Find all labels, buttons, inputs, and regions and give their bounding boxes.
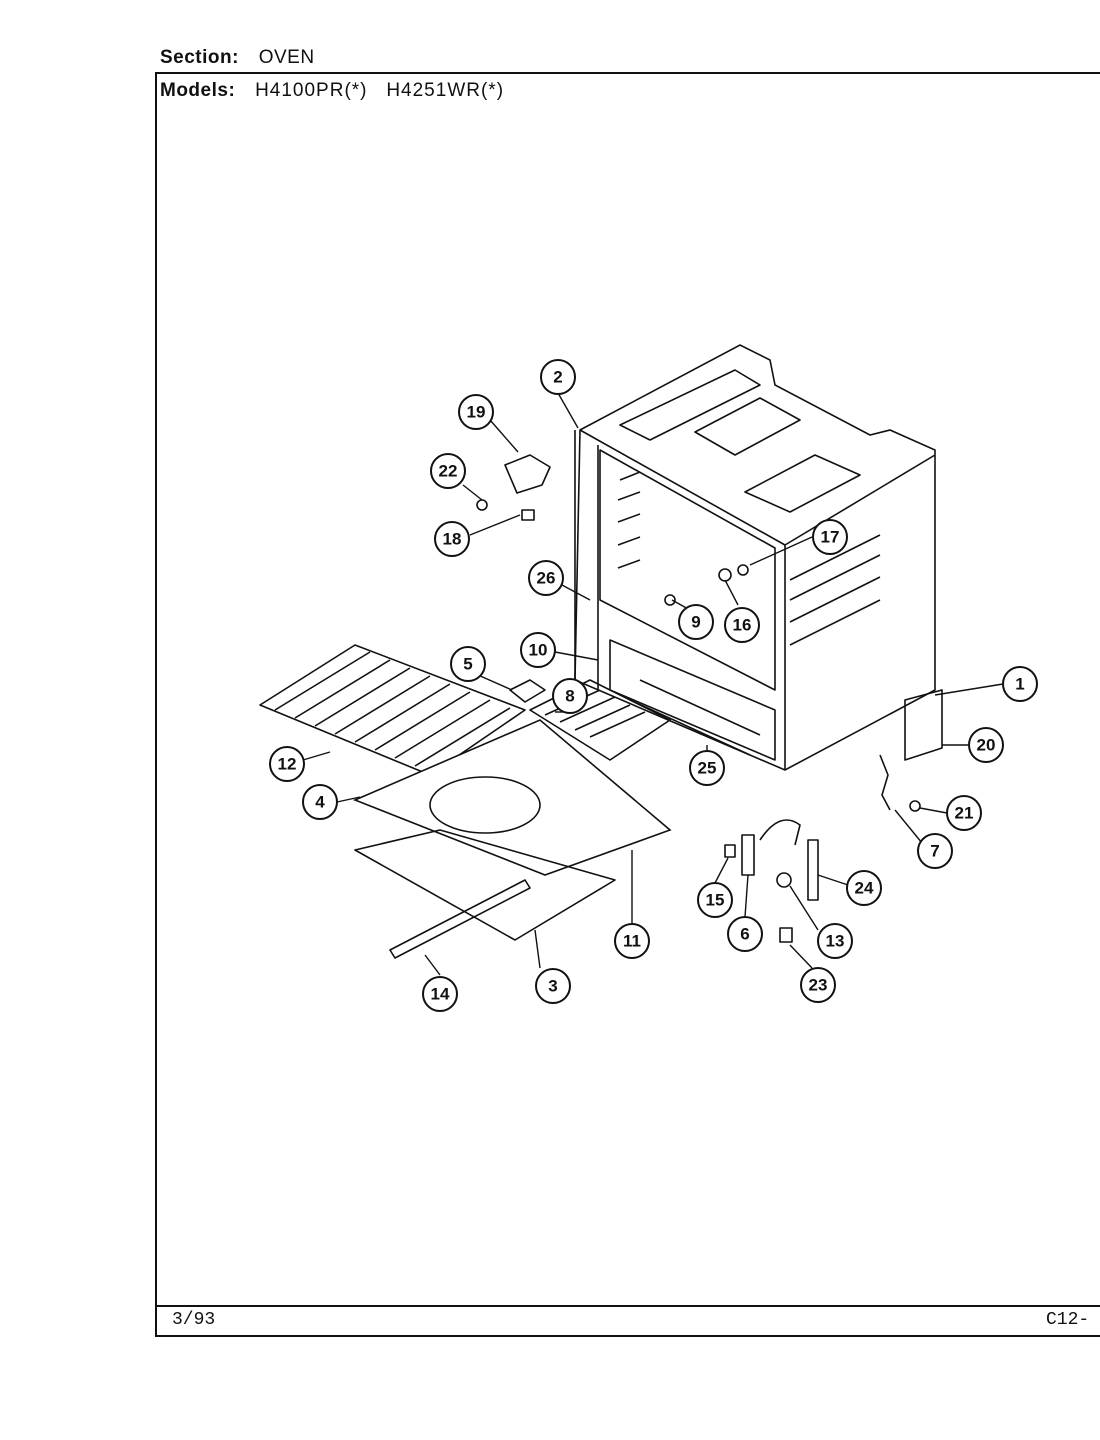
svg-text:17: 17 <box>821 528 840 547</box>
footer-page-code: C12- <box>1046 1310 1090 1330</box>
callout-8: 8 <box>552 678 588 714</box>
svg-text:2: 2 <box>553 368 562 387</box>
callout-12: 12 <box>269 746 305 782</box>
callout-25: 25 <box>689 750 725 786</box>
callout-20: 20 <box>968 727 1004 763</box>
callout-10: 10 <box>520 632 556 668</box>
callout-4: 4 <box>302 784 338 820</box>
callout-17: 17 <box>812 519 848 555</box>
footer-divider <box>155 1305 1100 1307</box>
section-value: OVEN <box>258 47 315 68</box>
svg-text:22: 22 <box>439 462 458 481</box>
callout-24: 24 <box>846 870 882 906</box>
callout-9: 9 <box>678 604 714 640</box>
models-value: H4100PR(*) H4251WR(*) <box>255 80 505 101</box>
bottom-panel-part <box>354 829 616 959</box>
page-frame <box>155 72 1100 1337</box>
svg-text:18: 18 <box>443 530 462 549</box>
svg-text:3: 3 <box>548 977 557 996</box>
callout-13: 13 <box>817 923 853 959</box>
svg-text:16: 16 <box>733 616 752 635</box>
svg-text:5: 5 <box>463 655 472 674</box>
oven-rack-part <box>259 644 526 776</box>
callout-3: 3 <box>535 968 571 1004</box>
callout-22: 22 <box>430 453 466 489</box>
svg-text:21: 21 <box>955 804 974 823</box>
callout-21: 21 <box>946 795 982 831</box>
callout-19: 19 <box>458 394 494 430</box>
svg-text:1: 1 <box>1015 675 1024 694</box>
callout-18: 18 <box>434 521 470 557</box>
svg-text:11: 11 <box>623 932 641 951</box>
svg-text:10: 10 <box>529 641 548 660</box>
svg-text:8: 8 <box>565 687 574 706</box>
callout-2: 2 <box>540 359 576 395</box>
svg-text:12: 12 <box>278 755 297 774</box>
svg-text:6: 6 <box>740 925 749 944</box>
callout-15: 15 <box>697 882 733 918</box>
svg-text:9: 9 <box>691 613 700 632</box>
svg-text:23: 23 <box>809 976 828 995</box>
footer-date: 3/93 <box>172 1310 216 1330</box>
svg-text:14: 14 <box>431 985 450 1004</box>
svg-text:19: 19 <box>467 403 486 422</box>
section-heading: Section: OVEN <box>160 47 315 69</box>
svg-text:24: 24 <box>855 879 874 898</box>
models-label: Models: <box>160 80 236 101</box>
callout-23: 23 <box>800 967 836 1003</box>
svg-text:13: 13 <box>826 932 845 951</box>
callout-1: 1 <box>1002 666 1038 702</box>
svg-text:25: 25 <box>698 759 717 778</box>
callout-16: 16 <box>724 607 760 643</box>
svg-text:7: 7 <box>930 842 939 861</box>
callout-7: 7 <box>917 833 953 869</box>
callout-5: 5 <box>450 646 486 682</box>
section-label: Section: <box>160 47 239 68</box>
oven-cavity-part <box>574 344 936 771</box>
svg-text:4: 4 <box>315 793 325 812</box>
callout-11: 11 <box>614 923 650 959</box>
svg-text:15: 15 <box>706 891 725 910</box>
callout-14: 14 <box>422 976 458 1012</box>
models-heading: Models: H4100PR(*) H4251WR(*) <box>160 80 504 102</box>
svg-text:20: 20 <box>977 736 996 755</box>
callout-6: 6 <box>727 916 763 952</box>
callout-26: 26 <box>528 560 564 596</box>
svg-text:26: 26 <box>537 569 556 588</box>
broiler-pan-part <box>352 679 672 876</box>
